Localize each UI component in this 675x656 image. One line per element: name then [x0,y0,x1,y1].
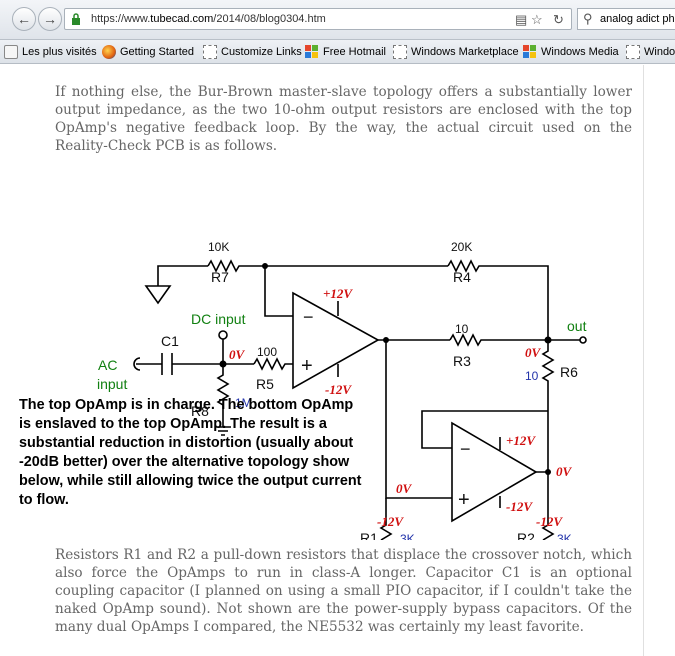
bottom-opamp-positive-supply: +12V [506,433,536,448]
bottom-output-node-voltage: 0V [556,464,573,479]
schematic-caption: The top OpAmp is in charge. The bottom O… [19,397,362,508]
firefox-icon [102,45,116,59]
c1-label: C1 [161,333,179,349]
reader-view-icon[interactable]: ▤ [515,12,528,27]
article-paragraph-1: If nothing else, the Bur-Brown master-sl… [55,84,632,154]
page-scrollbar[interactable] [643,65,675,656]
search-input[interactable]: analog adict ph [600,13,675,25]
out-label: out [567,318,587,334]
page-icon [203,45,217,59]
r1-value: 3K [400,532,415,540]
r2-label: R2 [517,530,535,540]
top-opamp-positive-supply: +12V [323,286,353,301]
r7-label: R7 [211,269,229,285]
search-bar[interactable]: ⚲ analog adict ph [577,8,675,30]
arrow-right-icon: → [43,11,57,27]
article-paragraph-2: Resistors R1 and R2 a pull-down resistor… [55,547,632,635]
bottom-input-node-voltage: 0V [396,481,413,496]
page-icon [393,45,407,59]
ac-input-label-2: input [97,376,127,392]
search-icon: ⚲ [583,11,593,26]
navigation-bar: ← → https://www.tubecad.com/2014/08/blog… [0,0,675,40]
circuit-schematic: 10K R7 20K R4 DC input C1 AC input 100 R… [97,240,587,540]
reload-icon[interactable]: ↻ [553,12,564,27]
r6-label: R6 [560,364,578,380]
bottom-opamp-negative-supply: -12V [506,499,533,514]
top-opamp-negative-supply: -12V [325,382,352,397]
arrow-left-icon: ← [17,11,31,27]
dc-input-label: DC input [191,311,246,327]
star-icon[interactable]: ☆ [531,12,543,27]
r1-label: R1 [360,530,378,540]
page-icon [626,45,640,59]
r4-value: 20K [451,240,472,254]
top-opamp-minus-sign: − [303,307,314,327]
bookmarks-toolbar: Les plus visités Getting Started Customi… [0,40,675,64]
output-node-voltage: 0V [525,345,542,360]
r2-supply-label: -12V [536,514,562,529]
input-node-voltage: 0V [229,347,246,362]
r6-value: 10 [525,369,539,383]
r3-value: 10 [455,322,469,336]
top-opamp-plus-sign: + [301,355,313,377]
back-button[interactable]: ← [12,7,36,31]
bookmark-free-hotmail[interactable]: Free Hotmail [305,44,386,60]
bookmark-windows-media[interactable]: Windows Media [523,44,619,60]
r8-label: R8 [191,403,209,419]
bookmark-windows-more[interactable]: Windo [626,44,675,60]
r3-label: R3 [453,353,471,369]
lock-icon [72,13,80,25]
bottom-opamp-minus-sign: − [460,439,471,459]
url-text: https://www.tubecad.com/2014/08/blog0304… [91,13,326,25]
r1-supply-label: -12V [377,514,403,529]
bookmark-customize-links[interactable]: Customize Links [203,44,302,60]
r7-value: 10K [208,240,229,254]
r2-value: 3K [557,532,572,540]
bookmark-les-plus-visites[interactable]: Les plus visités [4,44,97,60]
page-content: If nothing else, the Bur-Brown master-sl… [0,65,643,656]
folder-icon [4,45,18,59]
r8-value: 1M [235,396,252,410]
ac-input-label-1: AC [98,357,117,373]
r5-value: 100 [257,345,277,359]
r4-label: R4 [453,269,471,285]
r5-label: R5 [256,376,274,392]
bookmark-getting-started[interactable]: Getting Started [102,44,194,60]
windows-icon [523,45,537,59]
url-bar[interactable]: https://www.tubecad.com/2014/08/blog0304… [64,8,572,30]
bookmark-windows-marketplace[interactable]: Windows Marketplace [393,44,519,60]
windows-icon [305,45,319,59]
bottom-opamp-plus-sign: + [458,489,470,511]
forward-button[interactable]: → [38,7,62,31]
